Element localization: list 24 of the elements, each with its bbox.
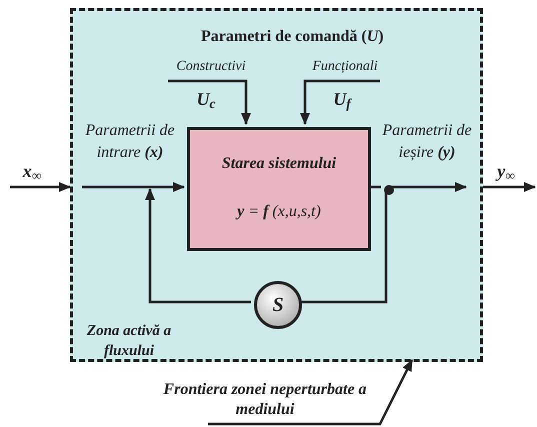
arrow [168,80,251,125]
edge-label: Parametrii de intrare (x) [84,121,176,163]
edge-label: x$_{∞}$ [22,160,42,182]
arrow [483,182,536,192]
arrow [10,182,71,192]
input-heading: Constructivi [163,58,259,84]
edge-label: Parametrii de ieșire (y) [381,121,473,163]
process-box [187,127,371,251]
arrow [82,182,185,192]
box-heading: Starea sistemului [222,154,336,174]
zone-label: Zona activă a fluxului [86,322,172,361]
circle-letter: S [272,293,284,318]
arrow [300,80,380,125]
edge-label: y$_{∞}$ [494,160,516,182]
function-formula: y = f (x,u,s,t) [237,202,321,222]
zone-title: Parametri de comandă (U) [201,27,384,47]
arrow [391,182,467,192]
boundary-caption: Frontiera zonei neperturbate a mediului [150,380,380,424]
input-heading: Funcționali [299,58,391,84]
edge-label: U$_{f}$ [332,88,353,110]
edge-label: U$_{c}$ [196,88,216,110]
active-zone-boundary [70,8,483,362]
arrow [145,188,251,304]
leader-line [208,359,414,426]
